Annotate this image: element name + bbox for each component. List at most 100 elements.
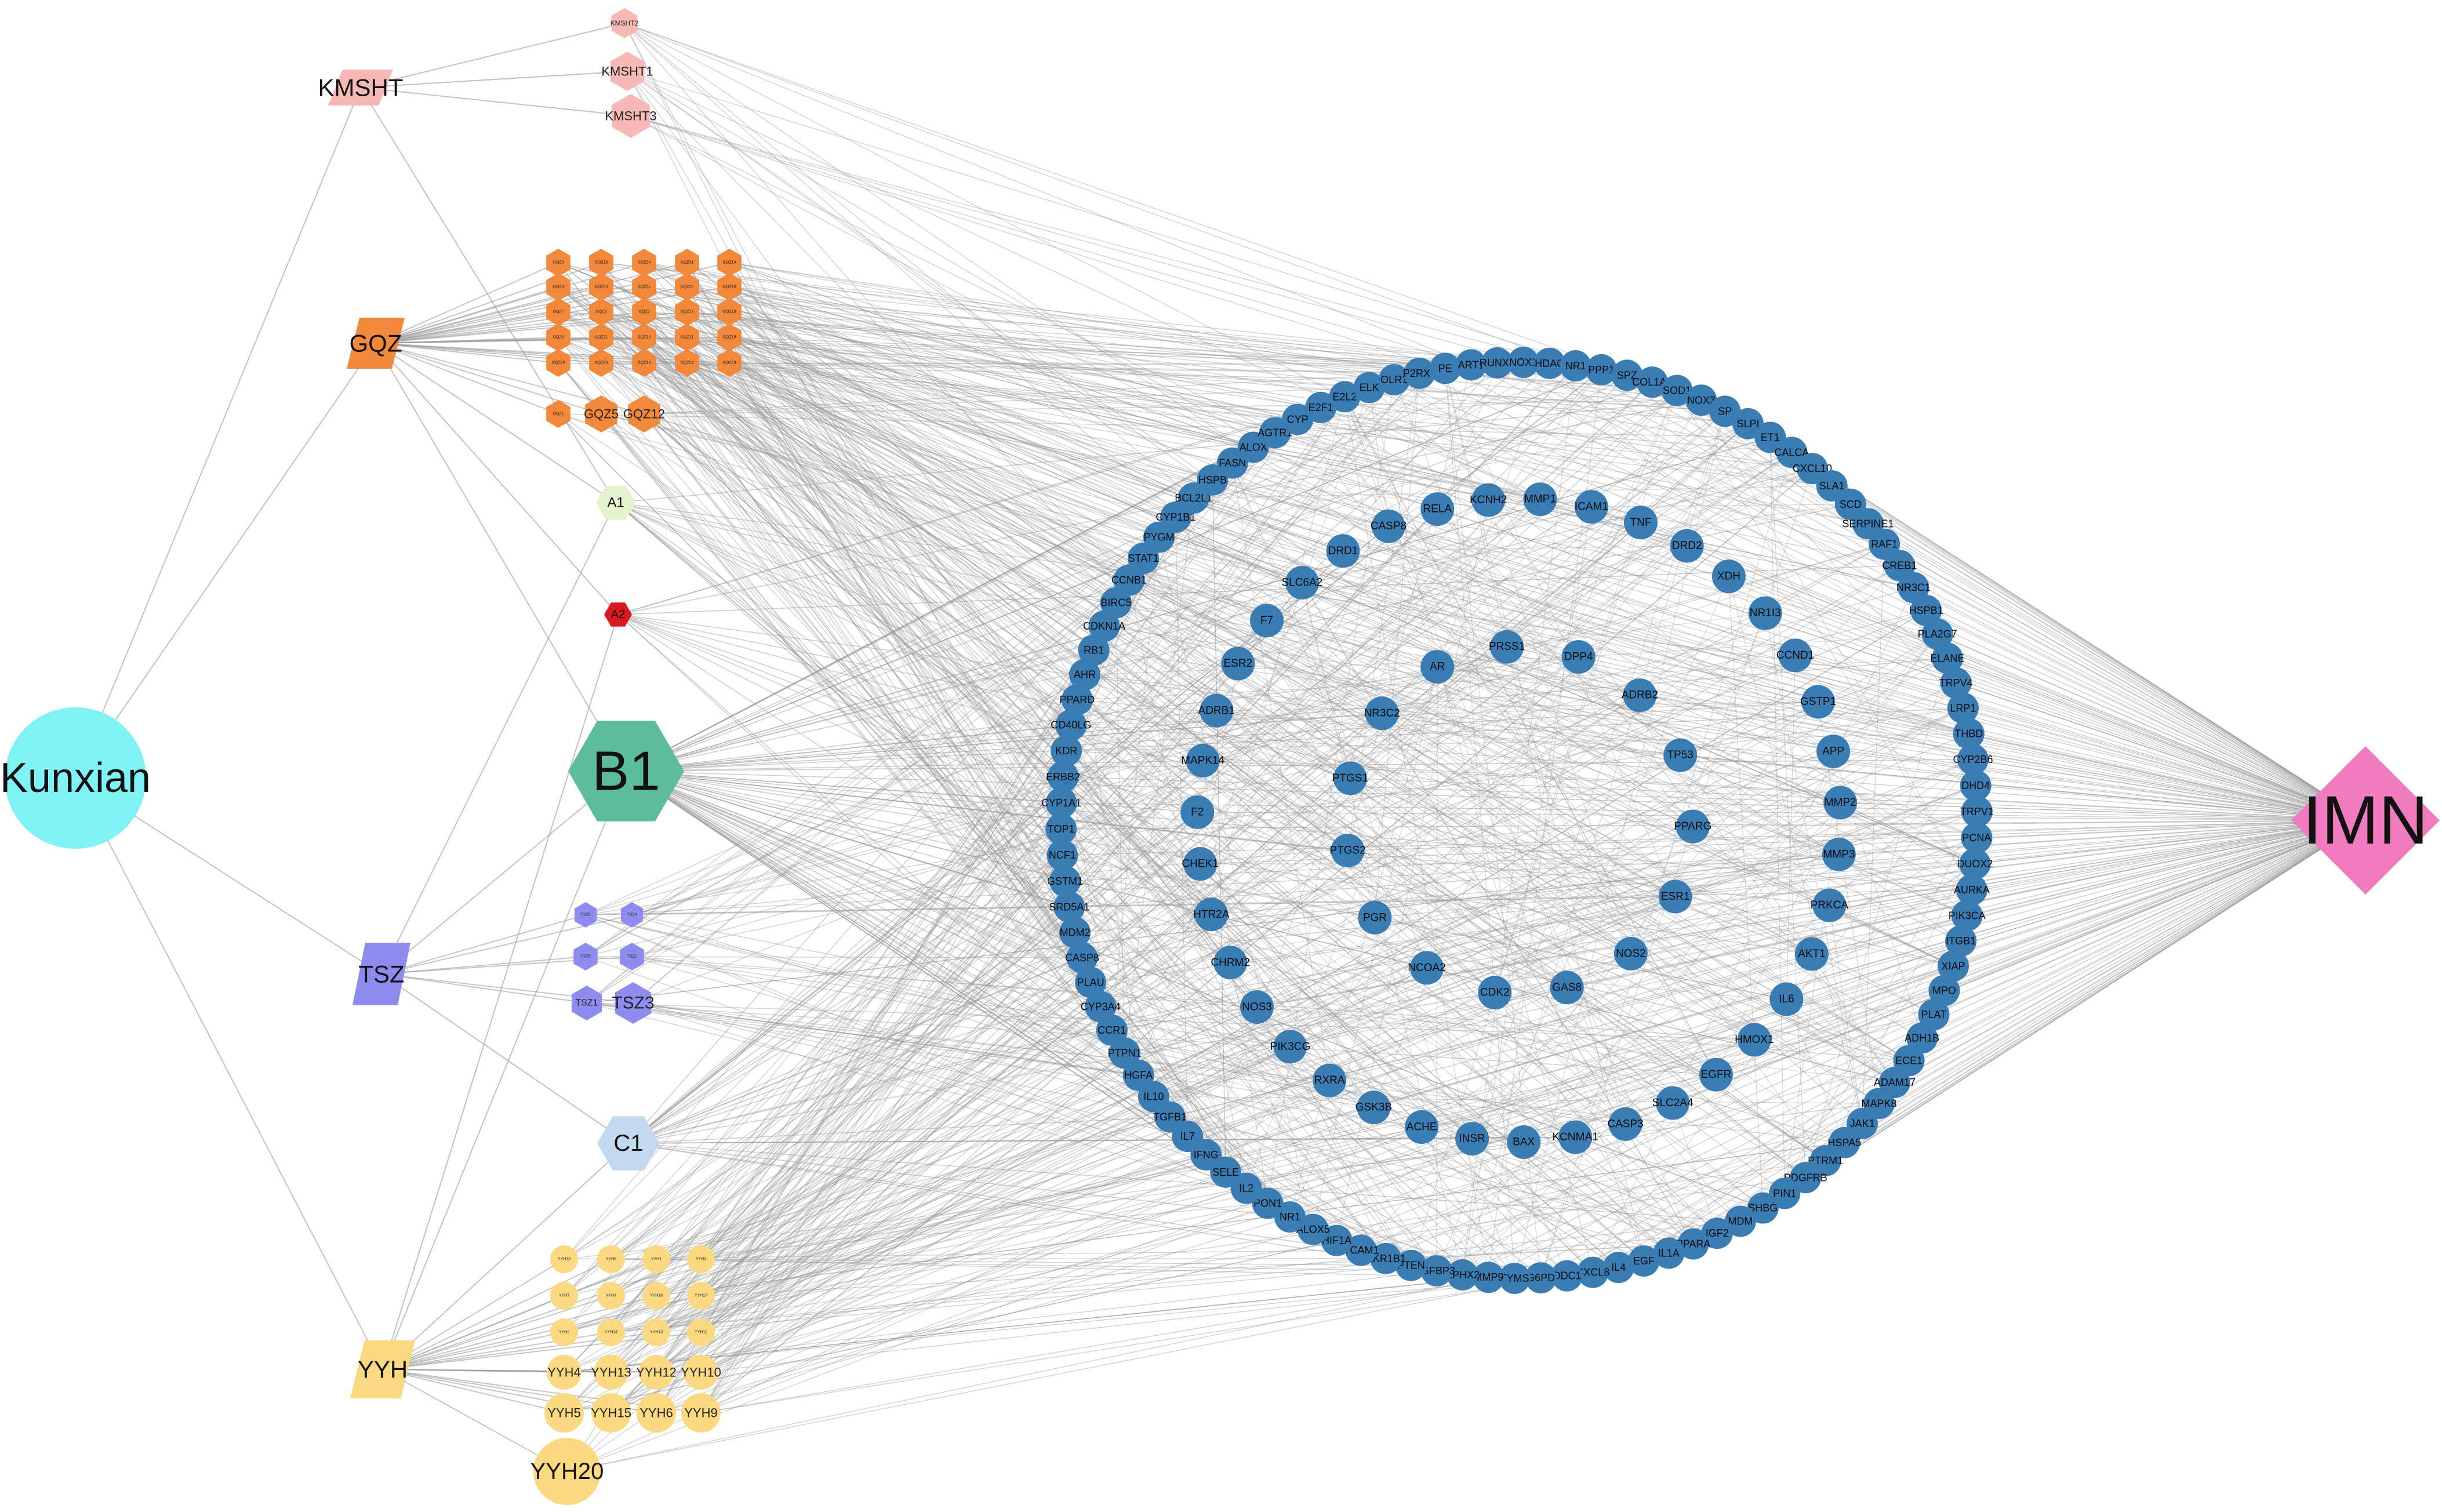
compound-node-tsz2[interactable] <box>620 943 644 971</box>
target-node-nos3[interactable] <box>1240 990 1274 1024</box>
target-node-drd2[interactable] <box>1670 529 1704 563</box>
target-node-casp3[interactable] <box>1608 1107 1642 1141</box>
target-node-elane[interactable] <box>1931 642 1963 674</box>
target-node-pten[interactable] <box>1395 1249 1427 1281</box>
target-node-nr3c2[interactable] <box>1365 696 1399 730</box>
target-node-chek1[interactable] <box>1183 847 1218 881</box>
compound-node-gqz10[interactable] <box>632 324 656 351</box>
target-node-shbg[interactable] <box>1747 1192 1779 1224</box>
target-node-adh1b[interactable] <box>1906 1022 1938 1054</box>
target-node-icam1[interactable] <box>1574 490 1608 524</box>
herb-node-gqz[interactable] <box>347 318 405 369</box>
target-node-pcna[interactable] <box>1961 822 1993 854</box>
compound-node-yyh17[interactable] <box>687 1282 715 1310</box>
compound-node-yyh12[interactable] <box>639 1355 674 1390</box>
compound-node-yyh9[interactable] <box>681 1393 721 1433</box>
target-node-gstp1[interactable] <box>1801 685 1835 719</box>
target-node-bax[interactable] <box>1507 1125 1541 1159</box>
target-node-ptgs2[interactable] <box>1331 834 1365 868</box>
compound-node-yyh14[interactable] <box>597 1318 625 1346</box>
target-node-casp8[interactable] <box>1371 509 1405 543</box>
target-node-alox5[interactable] <box>1297 1213 1329 1245</box>
target-node-kcnh2[interactable] <box>1471 483 1506 517</box>
target-node-cyp2b6[interactable] <box>1957 744 1989 776</box>
compound-node-yyh11[interactable] <box>687 1318 715 1346</box>
compound-node-gqz16[interactable] <box>589 249 613 277</box>
target-node-nr1[interactable] <box>1560 350 1591 382</box>
target-node-ptgs1[interactable] <box>1333 761 1367 795</box>
target-node-duox2[interactable] <box>1959 848 1991 880</box>
target-node-ar[interactable] <box>1420 650 1455 684</box>
target-node-akr1b1[interactable] <box>1370 1242 1402 1274</box>
compound-node-yyh2[interactable] <box>550 1318 578 1346</box>
target-node-akt1[interactable] <box>1794 937 1829 971</box>
compound-node-tsz5[interactable] <box>573 943 598 971</box>
target-node-cdkn1a[interactable] <box>1088 610 1120 642</box>
compound-node-tsz3[interactable] <box>615 982 652 1024</box>
target-node-drd1[interactable] <box>1326 534 1360 568</box>
compound-node-yyh1[interactable] <box>642 1245 670 1273</box>
compound-node-yyh15[interactable] <box>591 1393 631 1433</box>
target-node-cyp[interactable] <box>1282 404 1314 435</box>
target-node-casp8[interactable] <box>1066 942 1098 973</box>
compound-node-b1[interactable] <box>568 721 684 822</box>
compound-node-tsz1[interactable] <box>572 986 602 1020</box>
compound-node-tsz6[interactable] <box>574 902 597 928</box>
compound-node-yyh8[interactable] <box>597 1245 625 1273</box>
target-node-ccnd1[interactable] <box>1778 638 1812 673</box>
target-node-runx2[interactable] <box>1481 347 1513 379</box>
target-node-mmp9[interactable] <box>1473 1262 1505 1293</box>
compound-node-yyh20[interactable] <box>533 1438 601 1505</box>
target-node-insr[interactable] <box>1455 1122 1489 1156</box>
target-node-il4[interactable] <box>1602 1252 1634 1284</box>
compound-node-gqz5[interactable] <box>585 395 617 432</box>
target-node-app[interactable] <box>1816 734 1851 768</box>
target-node-rela[interactable] <box>1420 492 1455 526</box>
target-node-erbb2[interactable] <box>1047 761 1079 793</box>
target-node-pik3ca[interactable] <box>1951 900 1983 932</box>
target-node-thbd[interactable] <box>1953 718 1985 750</box>
compound-node-gqz23[interactable] <box>717 349 742 377</box>
target-node-cdk2[interactable] <box>1478 976 1512 1010</box>
target-node-gas8[interactable] <box>1550 971 1584 1005</box>
target-node-top1[interactable] <box>1045 813 1077 845</box>
target-node-nr1i3[interactable] <box>1748 596 1782 630</box>
compound-node-gqz1[interactable] <box>546 400 570 428</box>
target-node-slc2a4[interactable] <box>1656 1086 1690 1120</box>
compound-node-yyh7[interactable] <box>550 1282 578 1310</box>
target-node-nr3c1[interactable] <box>1898 572 1929 604</box>
target-node-sp[interactable] <box>1709 395 1741 427</box>
target-node-xdh[interactable] <box>1711 559 1746 594</box>
target-node-ncoa2[interactable] <box>1410 951 1444 985</box>
target-node-pe[interactable] <box>1429 352 1461 384</box>
compound-node-kmsht3[interactable] <box>612 94 650 138</box>
target-node-trpv1[interactable] <box>1961 795 1993 827</box>
target-node-mmp2[interactable] <box>1823 786 1858 820</box>
target-node-pparg[interactable] <box>1676 809 1710 844</box>
target-node-ephx2[interactable] <box>1447 1259 1478 1291</box>
target-node-tnf[interactable] <box>1623 506 1658 540</box>
compound-node-gqz18[interactable] <box>717 273 742 301</box>
compound-node-gqz9[interactable] <box>632 298 656 326</box>
target-node-htr2a[interactable] <box>1194 897 1229 932</box>
target-node-g6pd[interactable] <box>1525 1262 1557 1294</box>
target-node-hif1a[interactable] <box>1321 1224 1353 1256</box>
target-node-pgr[interactable] <box>1358 900 1392 935</box>
target-node-ppara[interactable] <box>1677 1228 1709 1260</box>
target-node-kcnma1[interactable] <box>1558 1120 1593 1154</box>
target-node-il1a[interactable] <box>1653 1237 1685 1269</box>
compound-node-a2[interactable] <box>604 602 632 627</box>
target-node-e2f1[interactable] <box>1305 391 1337 423</box>
target-node-hdac[interactable] <box>1533 347 1565 379</box>
target-node-plau[interactable] <box>1075 966 1107 998</box>
target-node-igfbp3[interactable] <box>1420 1255 1452 1287</box>
compound-node-gqz21[interactable] <box>589 324 613 351</box>
target-node-ppard[interactable] <box>1061 684 1093 715</box>
target-node-cxcl8[interactable] <box>1577 1256 1609 1288</box>
target-node-ncf1[interactable] <box>1046 839 1078 871</box>
target-node-elk[interactable] <box>1353 372 1385 404</box>
target-node-cyp3a4[interactable] <box>1085 991 1117 1023</box>
target-node-prkca[interactable] <box>1812 888 1847 922</box>
target-node-esr2[interactable] <box>1221 646 1255 681</box>
compound-node-yyh5[interactable] <box>544 1393 584 1433</box>
